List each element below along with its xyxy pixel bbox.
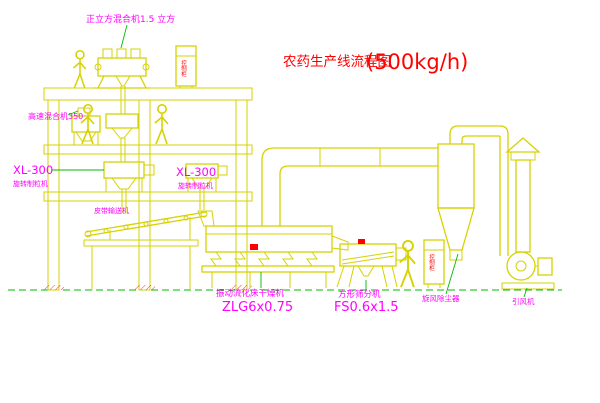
high-speed-mixer bbox=[71, 107, 101, 145]
label-cyclone: 旋风除尘器 bbox=[422, 293, 460, 303]
label-sieve-name: 方形筛分机 bbox=[338, 289, 381, 300]
foundation-hatch bbox=[135, 285, 155, 290]
label-fan: 引风机 bbox=[512, 296, 535, 306]
exhaust-stack bbox=[505, 137, 541, 253]
control-cabinet-top: 控制柜 bbox=[175, 45, 197, 88]
rain-cap bbox=[505, 137, 541, 153]
diagram-title: 农药生产线流程图 bbox=[283, 54, 391, 70]
cabinet-top-label: 控制柜 bbox=[180, 59, 187, 78]
foundation-hatch bbox=[232, 285, 252, 290]
label-dryer-model: ZLG6x0.75 bbox=[222, 300, 293, 315]
feeder-bin bbox=[105, 113, 139, 162]
worker-figure bbox=[154, 104, 169, 145]
control-cabinet-right: 控制柜 bbox=[423, 239, 445, 288]
label-granulator-left: 旋转制粒机 bbox=[13, 179, 48, 188]
granulator-left bbox=[103, 161, 155, 213]
label-granulator-mid: 旋转制粒机 bbox=[178, 181, 213, 190]
label-xl300-mid: XL-300 bbox=[176, 165, 216, 179]
label-dryer-name: 振动流化床干燥机 bbox=[216, 288, 285, 299]
square-sieve bbox=[336, 239, 407, 288]
cube-mixer bbox=[94, 48, 150, 114]
building-frame bbox=[43, 87, 253, 291]
label-belt-conveyor: 皮带输送机 bbox=[94, 206, 129, 215]
label-sieve-model: FS0.6x1.5 bbox=[334, 300, 399, 315]
cabinet-right-label: 控制柜 bbox=[428, 253, 435, 272]
fluid-bed-dryer bbox=[201, 225, 349, 288]
induced-draft-fan bbox=[501, 251, 555, 290]
label-high-speed-mixer: 高速混合机350 bbox=[28, 111, 83, 121]
exhaust-duct bbox=[261, 147, 438, 226]
diagram-title-capacity: (500kg/h) bbox=[366, 50, 468, 74]
leader-lines bbox=[52, 24, 528, 298]
label-cube-mixer: 正立方混合机1.5 立方 bbox=[86, 13, 175, 25]
label-xl300-left: XL-300 bbox=[13, 163, 53, 177]
granulator-right bbox=[185, 163, 228, 210]
cyclone-separator bbox=[437, 125, 509, 261]
foundation-hatch bbox=[44, 285, 64, 290]
worker-figure bbox=[72, 49, 87, 89]
belt-conveyor bbox=[83, 210, 215, 290]
